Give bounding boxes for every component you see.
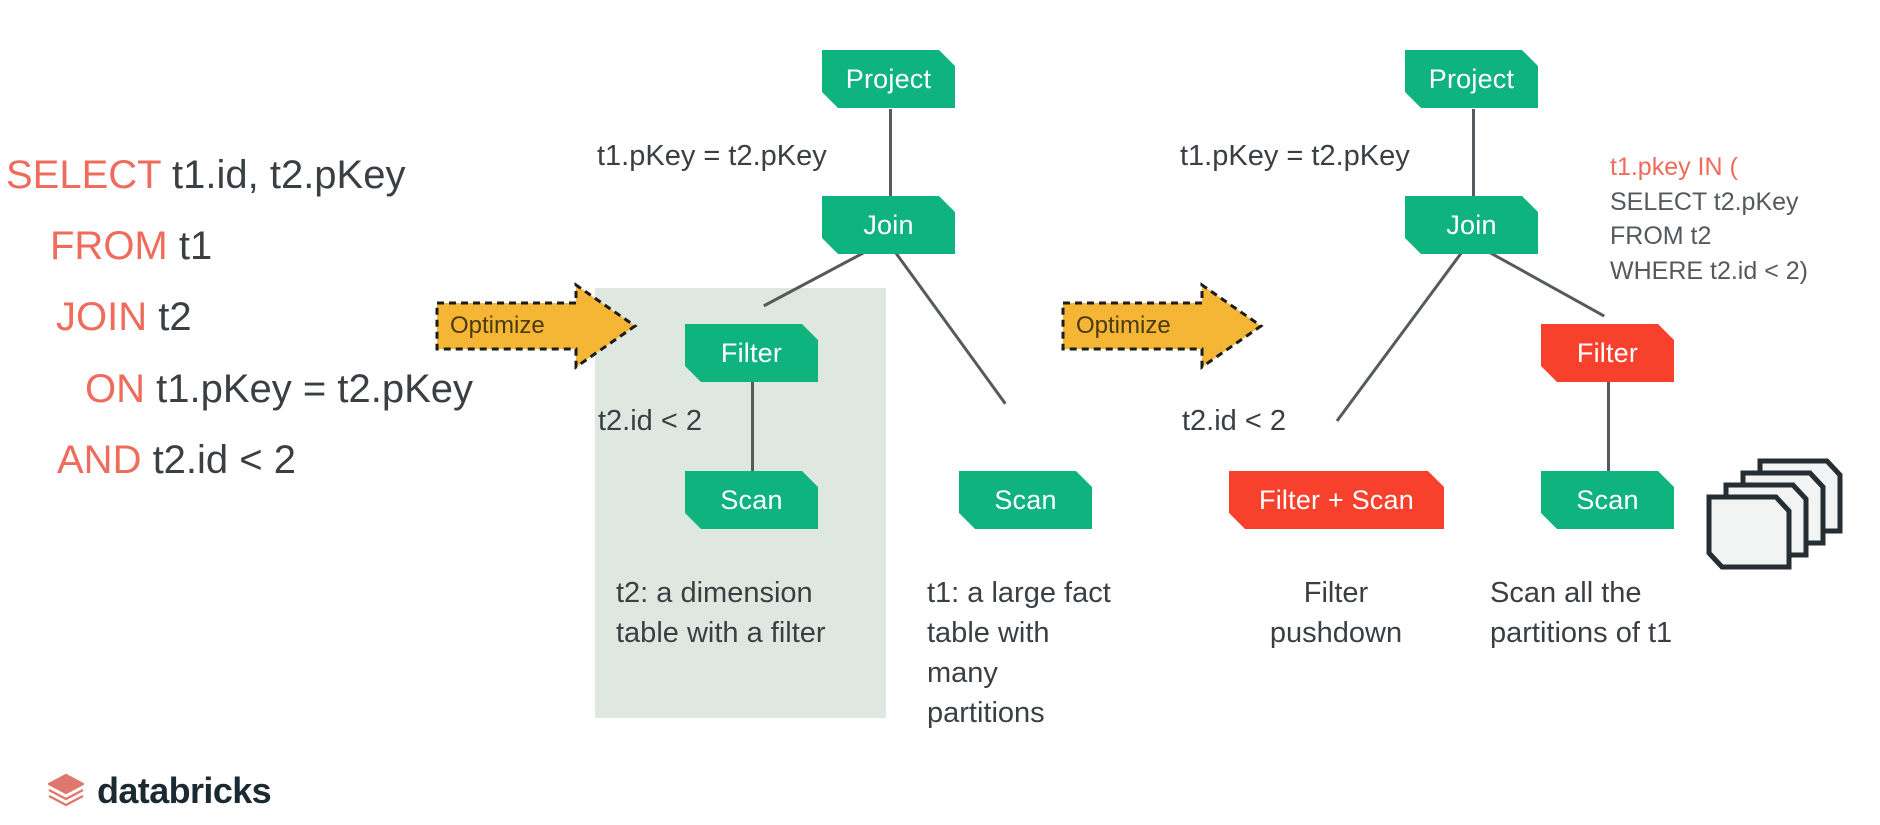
plan-node-filter-scan-right[interactable]: Filter + Scan: [1229, 471, 1444, 529]
sql-rest-and: t2.id < 2: [141, 437, 297, 482]
edge-project-join-right: [1472, 109, 1475, 207]
caption-filter-pushdown: Filter pushdown: [1269, 577, 1403, 650]
sql-rest-select: t1.id, t2.pKey: [160, 153, 406, 197]
plan-node-label: Join: [863, 209, 914, 240]
label-filter-condition-left: t2.id < 2: [598, 405, 702, 437]
edge-join-filter-scan-right: [1336, 239, 1472, 422]
sql-keyword-on: ON: [85, 366, 145, 411]
plan-node-filter-left[interactable]: Filter: [685, 324, 818, 382]
plan-node-label: Filter + Scan: [1259, 484, 1414, 515]
sql-query-block: SELECT t1.id, t2.pKey FROM t1 JOIN t2 ON…: [0, 140, 540, 496]
sql-rest-from: t1: [167, 224, 213, 269]
sql-keyword-select: SELECT: [6, 153, 161, 197]
sql-rest-join: t2: [147, 295, 192, 340]
edge-filter-scan-right: [1607, 382, 1610, 472]
plan-node-project-right[interactable]: Project: [1405, 50, 1538, 108]
sql-keyword-and: AND: [57, 437, 142, 482]
optimize-arrow-1[interactable]: Optimize: [434, 281, 638, 371]
sql-rest-on: t1.pKey = t2.pKey: [145, 366, 473, 411]
plan-node-join-left[interactable]: Join: [822, 196, 955, 254]
partitions-stack-icon: [1700, 455, 1855, 570]
sql-line-and: AND t2.id < 2: [0, 425, 540, 496]
subquery-annotation: t1.pkey IN ( SELECT t2.pKey FROM t2 WHER…: [1610, 150, 1808, 288]
label-join-condition-right: t1.pKey = t2.pKey: [1180, 140, 1410, 172]
plan-node-join-right[interactable]: Join: [1405, 196, 1538, 254]
subquery-highlight-line: t1.pkey IN (: [1610, 153, 1738, 181]
databricks-logo: databricks: [46, 770, 272, 812]
sql-line-on: ON t1.pKey = t2.pKey: [0, 354, 540, 425]
plan-node-label: Filter: [720, 337, 783, 368]
plan-node-label: Scan: [1576, 484, 1639, 515]
sql-line-select: SELECT t1.id, t2.pKey: [0, 140, 540, 211]
edge-join-scan-t1-left: [886, 241, 1007, 405]
databricks-mark-icon: [46, 772, 86, 810]
plan-node-scan-t2-left[interactable]: Scan: [685, 471, 818, 529]
label-filter-condition-right: t2.id < 2: [1182, 405, 1286, 437]
plan-node-scan-t1-left[interactable]: Scan: [959, 471, 1092, 529]
subquery-line-from: FROM t2: [1610, 222, 1712, 250]
plan-node-label: Scan: [994, 484, 1057, 515]
plan-node-label: Scan: [720, 484, 783, 515]
caption-t2-dimension-table: t2: a dimension table with a filter: [616, 577, 826, 650]
plan-node-label: Project: [1428, 63, 1515, 94]
plan-node-scan-right[interactable]: Scan: [1541, 471, 1674, 529]
sql-line-from: FROM t1: [0, 211, 540, 282]
databricks-wordmark: databricks: [97, 770, 272, 811]
edge-filter-scan-left: [751, 382, 754, 472]
plan-node-label: Filter: [1576, 337, 1639, 368]
plan-node-project-left[interactable]: Project: [822, 50, 955, 108]
plan-node-label: Project: [845, 63, 932, 94]
optimize-arrow-2[interactable]: Optimize: [1060, 281, 1264, 371]
sql-keyword-from: FROM: [50, 224, 168, 269]
plan-node-label: Join: [1446, 209, 1497, 240]
plan-node-filter-right[interactable]: Filter: [1541, 324, 1674, 382]
caption-t1-fact-table: t1: a large fact table with many partiti…: [927, 577, 1111, 730]
sql-keyword-join: JOIN: [56, 295, 148, 340]
label-join-condition-left: t1.pKey = t2.pKey: [597, 140, 827, 172]
subquery-line-select: SELECT t2.pKey: [1610, 187, 1799, 216]
edge-project-join-left: [889, 109, 892, 207]
subquery-line-where: WHERE t2.id < 2): [1610, 256, 1808, 285]
caption-scan-all-partitions: Scan all the partitions of t1: [1490, 577, 1673, 650]
sql-line-join: JOIN t2: [0, 282, 540, 353]
